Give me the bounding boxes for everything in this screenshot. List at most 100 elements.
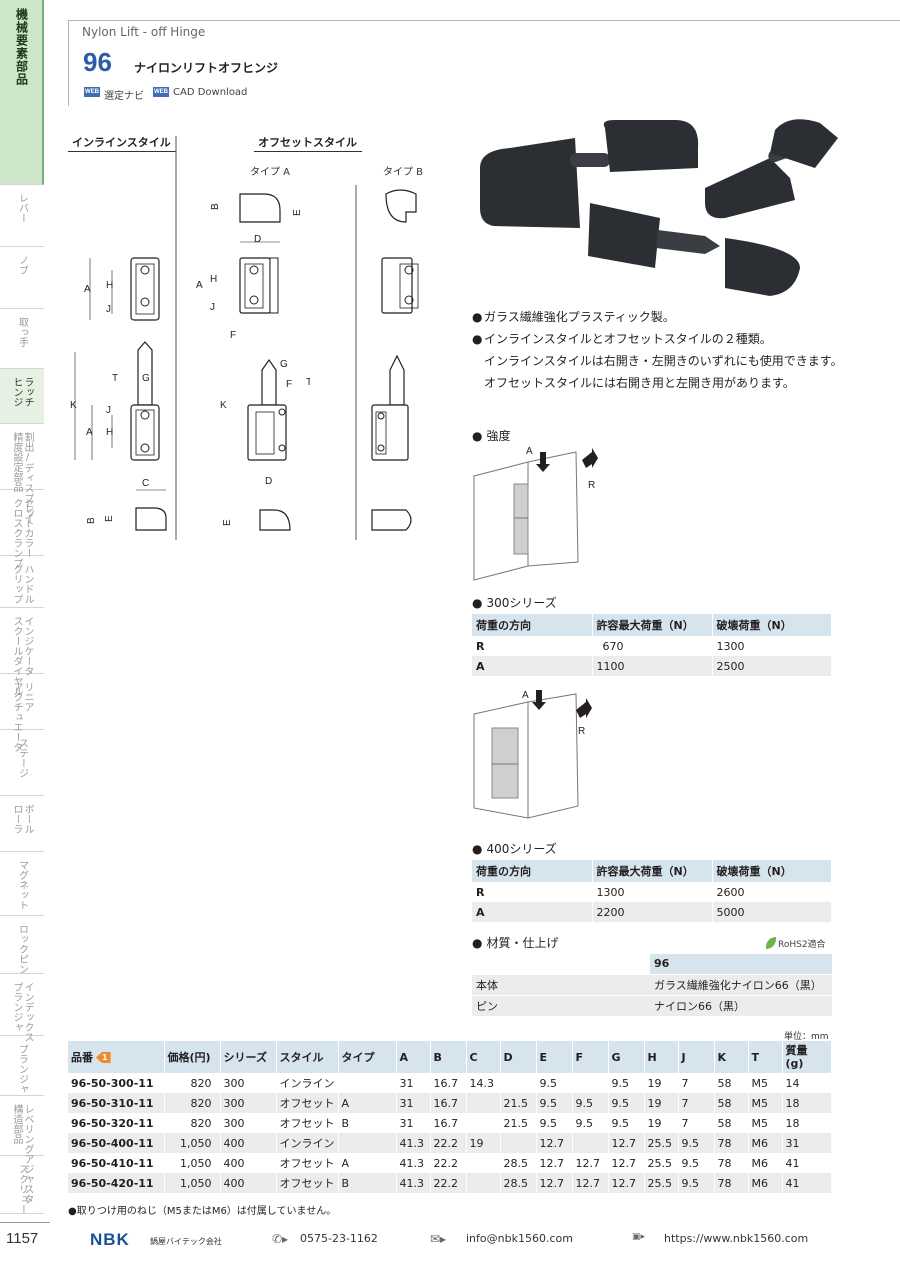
table-cell: オフセット [276,1173,339,1193]
table-cell [500,1073,537,1093]
table-cell: 58 [714,1113,749,1133]
strength-diagram-400: AR [473,690,592,819]
svg-text:A: A [522,690,529,701]
table-cell: 12.7 [536,1173,573,1193]
table-cell: 7 [678,1093,715,1113]
type-a-label: タイプ A [250,167,291,178]
table-cell: 9.5 [608,1093,645,1113]
svg-text:J: J [210,302,215,313]
selection-navi-link[interactable]: 選定ナビ [104,91,144,102]
table-cell: 41 [782,1153,832,1173]
table-cell: 9.5 [536,1073,573,1093]
svg-text:D: D [254,234,261,245]
table-cell: 12.7 [536,1153,573,1173]
table-cell: 58 [714,1093,749,1113]
tab-machine-elements[interactable]: 機械要素部品 [0,0,44,185]
table-cell [466,1093,501,1113]
product-header: Nylon Lift - off Hinge 96 ナイロンリフトオフヒンジ W… [68,20,900,106]
table-cell: 820 [164,1093,221,1113]
tab-label: ノブ [16,255,28,275]
table-cell: 9.5 [608,1113,645,1133]
table-cell: 9.5 [536,1093,573,1113]
tab-index-plunger[interactable]: インデックス プランジャ [0,974,44,1042]
tab-label: レベリングアジャスタ 構造部品 [11,1104,33,1204]
tab-leveling[interactable]: レベリングアジャスタ 構造部品 [0,1096,44,1204]
tab-label: インジケータ スクールダイヤル [11,616,33,696]
tab-lever[interactable]: レバー [0,185,44,247]
svg-text:A: A [526,446,533,457]
phone-number[interactable]: 0575-23-1162 [300,1232,378,1245]
footer-divider [0,1222,50,1223]
product-photo [480,119,838,296]
part-number-cell[interactable]: 96-50-400-11 [68,1133,165,1153]
svg-text:A: A [86,427,93,438]
svg-text:E: E [104,515,115,522]
mounting-note: ●取りつけ用のねじ（M5またはM6）は付属していません。 [68,1206,337,1217]
table-row: 本体 ガラス繊維強化ナイロン66（黒） [472,973,832,995]
tab-ball-roller[interactable]: ボール ローラ [0,796,44,852]
drawing-dividers [175,136,357,540]
table-cell: 1,050 [164,1133,221,1153]
table-cell: M5 [748,1093,783,1113]
tab-linear-actuator[interactable]: リニア アクチュエータ [0,674,44,752]
tab-grip[interactable]: ハンドル グリップ [0,556,44,608]
table-header: 荷重の方向 許容最大荷重（N） 破壊荷重（N） [472,614,832,636]
tab-screw[interactable]: スクリュー [0,1156,44,1214]
tab-latch-hinge[interactable]: ラッチ ヒンジ [0,369,44,424]
part-number-cell[interactable]: 96-50-300-11 [68,1073,165,1093]
table-cell [338,1073,397,1093]
part-number-cell[interactable]: 96-50-320-11 [68,1113,165,1133]
cad-download-link[interactable]: CAD Download [173,87,248,98]
table-cell: 16.7 [430,1093,467,1113]
leaf-icon [766,937,776,949]
tab-label: レバー [16,193,28,223]
material-table: 96 本体 ガラス繊維強化ナイロン66（黒） ピン ナイロン66（黒） [472,954,832,1016]
svg-text:H: H [106,280,113,291]
table-cell: 1,050 [164,1173,221,1193]
offset-type-b-drawing [371,189,419,531]
company-name: 鍋屋バイテック会社 [150,1237,222,1246]
svg-text:E: E [222,519,233,526]
tab-lock-pin[interactable]: ロックピン [0,916,44,974]
table-cell: オフセット [276,1113,339,1133]
website-link[interactable]: https://www.nbk1560.com [664,1232,809,1245]
part-number-cell[interactable]: 96-50-410-11 [68,1153,165,1173]
type-b-label: タイプ B [383,167,424,178]
table-cell: 41 [782,1173,832,1193]
table-cell: 19 [644,1113,679,1133]
tab-set-collar[interactable]: セットカラー クロスクランプ [0,490,44,568]
svg-text:F: F [230,330,236,341]
inline-style-label: インラインスタイル [68,134,176,152]
tab-handle[interactable]: 取っ手 [0,309,44,369]
table-cell: 25.5 [644,1153,679,1173]
tab-stage[interactable]: ステージ [0,730,44,796]
web-icon: ▣▸ [632,1232,646,1242]
tab-knob[interactable]: ノブ [0,247,44,309]
part-number-cell[interactable]: 96-50-310-11 [68,1093,165,1113]
web-badge-icon: WEB [153,87,169,97]
table-cell: B [338,1173,397,1193]
offset-style-label: オフセットスタイル [254,134,362,152]
table-row: R 1300 2600 [472,882,832,902]
tab-magnet[interactable]: マグネット [0,852,44,916]
table-cell: 300 [220,1073,277,1093]
tab-indicator[interactable]: インジケータ スクールダイヤル [0,608,44,696]
mail-icon: ✉▸ [430,1232,447,1246]
part-number-cell[interactable]: 96-50-420-11 [68,1173,165,1193]
tab-plunger[interactable]: プランジャ [0,1036,44,1096]
table-header: 荷重の方向 許容最大荷重（N） 破壊荷重（N） [472,860,832,882]
series400-table: 荷重の方向 許容最大荷重（N） 破壊荷重（N） R 1300 2600 A 22… [472,860,832,922]
tab-indexing[interactable]: 割出/ディスプレイ 精度設定部品 [0,424,44,523]
svg-text:J: J [106,405,111,416]
table-cell: 300 [220,1093,277,1113]
tab-label: ハンドル グリップ [11,564,33,604]
email-link[interactable]: info@nbk1560.com [466,1232,573,1245]
strength-heading: ●強度 [472,429,511,443]
svg-text:K: K [220,400,227,411]
product-subtitle-en: Nylon Lift - off Hinge [82,25,206,39]
feature-list: ●ガラス繊維強化プラスティック製。 ●インラインスタイルとオフセットスタイルの２… [472,306,852,394]
